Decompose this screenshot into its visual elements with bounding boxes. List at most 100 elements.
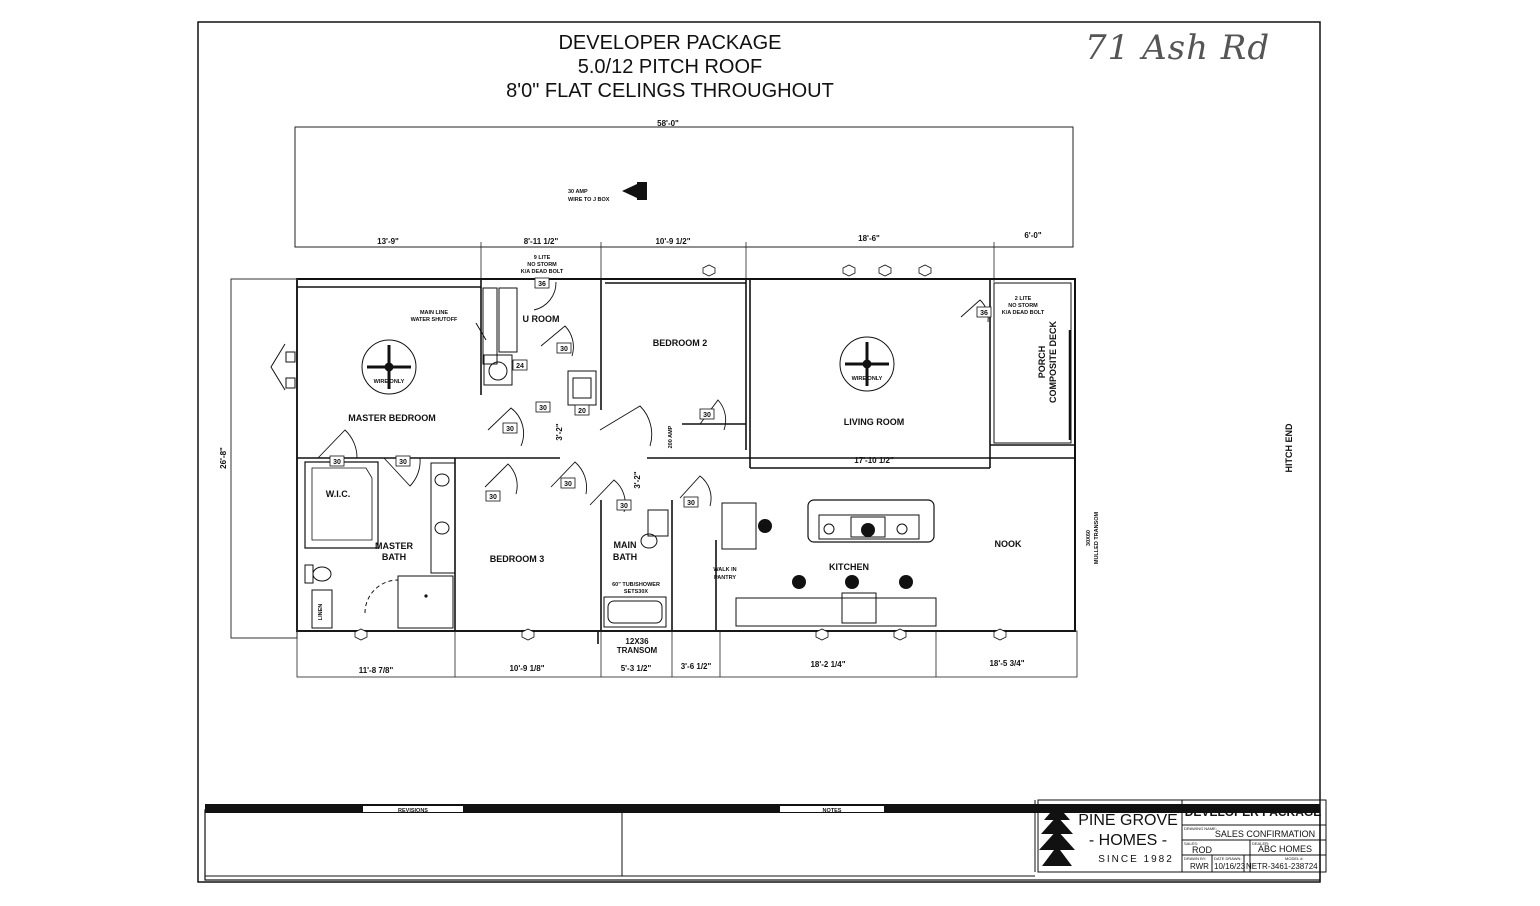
logo-line-2: - HOMES - xyxy=(1089,832,1167,849)
bottom-dimension-line xyxy=(296,630,1078,678)
tub-note-2: SETS30X xyxy=(624,589,648,595)
recessed-lights xyxy=(758,519,913,589)
door-tag: 30 xyxy=(620,503,628,510)
shower-drain xyxy=(424,594,428,598)
room-pantry-2: PANTRY xyxy=(714,575,736,581)
master-toilet-tank xyxy=(304,564,314,584)
sheet-title-3: 8'0" FLAT CELINGS THROUGHOUT xyxy=(506,80,834,102)
top-dim-5: 6'-0" xyxy=(1024,231,1041,240)
tb-model-label: MODEL #: xyxy=(1285,856,1304,861)
top-dimension-line xyxy=(295,242,1073,282)
wic-outline xyxy=(304,461,379,549)
room-bedroom-2: BEDROOM 2 xyxy=(653,338,708,348)
top-dim-3: 10'-9 1/2" xyxy=(655,237,690,246)
overall-depth-dim: 26'-8" xyxy=(219,447,228,469)
water-shutoff-2: WATER SHUTOFF xyxy=(411,317,458,323)
main-vanity xyxy=(647,509,669,537)
island-sink-cabinet xyxy=(818,514,920,540)
main-tub xyxy=(603,596,667,628)
hall-dim-2: 3'-2" xyxy=(633,471,642,488)
door-note-left-2: NO STORM xyxy=(527,262,557,268)
title-block xyxy=(204,799,1327,881)
notes-label: NOTES xyxy=(823,808,842,814)
room-living-room: LIVING ROOM xyxy=(844,417,905,427)
svg-text:R: R xyxy=(796,580,801,587)
wire-only-master: WIRE ONLY xyxy=(374,379,405,385)
linen-label: LINEN xyxy=(318,604,324,621)
refrigerator xyxy=(721,502,757,550)
tb-sales-label: SALES: xyxy=(1184,841,1198,846)
door-tag: 30 xyxy=(506,426,514,433)
door-tag: 20 xyxy=(578,408,586,415)
mulled-transom-2: MULLED TRANSOM xyxy=(1094,511,1100,564)
room-main-bath-1: MAIN xyxy=(614,540,637,550)
island-outlet-right xyxy=(896,523,908,535)
bottom-dim-6: 18'-5 3/4" xyxy=(989,659,1024,668)
door-tag: 30 xyxy=(539,405,547,412)
door-note-right-2: NO STORM xyxy=(1008,303,1038,309)
master-toilet xyxy=(312,566,332,582)
tb-drawn-by: RWR xyxy=(1190,862,1209,871)
master-shower xyxy=(397,575,454,629)
amp-200-note: 200 AMP xyxy=(668,425,674,448)
amp-note-1: 30 AMP xyxy=(568,189,588,195)
door-note-left-3: K/A DEAD BOLT xyxy=(521,269,564,275)
tb-drawn-by-label: DRAWN BY: xyxy=(1184,856,1206,861)
svg-text:R: R xyxy=(762,524,767,531)
door-tag: 24 xyxy=(516,363,524,370)
tub-note-1: 60" TUB/SHOWER xyxy=(612,582,660,588)
top-dim-1: 13'-9" xyxy=(377,237,399,246)
shutoff-leader xyxy=(475,322,487,341)
transom-note-1: 12X36 xyxy=(625,637,649,646)
mulled-transom-1: 30X60 xyxy=(1086,530,1092,546)
room-pantry-1: WALK IN xyxy=(713,567,736,573)
water-shutoff-1: MAIN LINE xyxy=(420,310,448,316)
wire-only-living: WIRE ONLY xyxy=(852,376,883,382)
door-tag: 30 xyxy=(703,412,711,419)
hitch-end-label: HITCH END xyxy=(1284,423,1294,472)
roof-outline xyxy=(294,126,1074,248)
electrical-box xyxy=(622,182,647,200)
room-kitchen: KITCHEN xyxy=(829,562,869,572)
door-tag: 36 xyxy=(538,281,546,288)
top-dim-2: 8'-11 1/2" xyxy=(524,237,559,246)
room-bedroom-3: BEDROOM 3 xyxy=(490,554,545,564)
master-sink-1 xyxy=(434,473,450,487)
left-exterior-door xyxy=(270,343,296,391)
top-dim-4: 18'-6" xyxy=(858,234,880,243)
room-master-bedroom: MASTER BEDROOM xyxy=(348,413,436,423)
svg-text:R: R xyxy=(903,580,908,587)
logo-line-3: SINCE 1982 xyxy=(1098,854,1174,865)
sheet-border xyxy=(197,21,1321,883)
tb-dealer-label: DEALER: xyxy=(1252,841,1269,846)
door-note-left-1: 9 LITE xyxy=(534,255,551,261)
revisions-label: REVISIONS xyxy=(398,808,428,814)
bottom-dim-2: 10'-9 1/8" xyxy=(509,664,544,673)
door-tag: 30 xyxy=(489,494,497,501)
room-nook: NOOK xyxy=(995,539,1023,549)
master-sink-2 xyxy=(434,521,450,535)
transom-note-2: TRANSOM xyxy=(617,646,658,655)
kitchen-island xyxy=(807,499,935,543)
exterior-fixtures xyxy=(354,264,1007,641)
door-tag: 36 xyxy=(980,310,988,317)
room-main-bath-2: BATH xyxy=(613,552,637,562)
overall-width-dim: 58'-0" xyxy=(657,119,679,128)
living-room-dim: 17'-10 1/2" xyxy=(854,456,894,465)
handwritten-address: 71 Ash Rd xyxy=(1085,28,1271,68)
main-tub-inner xyxy=(607,600,663,624)
tb-drawing-name: SALES CONFIRMATION xyxy=(1215,829,1315,839)
master-bath-door-swing xyxy=(364,579,399,614)
tb-date: 10/16/23 xyxy=(1214,862,1246,871)
wic-shelf xyxy=(311,467,373,541)
ceiling-fan-living xyxy=(839,336,895,392)
door-tag: 30 xyxy=(399,459,407,466)
sheet-title-2: 5.0/12 PITCH ROOF xyxy=(577,56,763,78)
recessed-light-marks: R R R R R xyxy=(762,524,908,587)
exterior-walls xyxy=(296,278,1076,632)
furnace-inner xyxy=(572,377,592,399)
room-porch-2: COMPOSITE DECK xyxy=(1048,321,1058,404)
tb-dealer: ABC HOMES xyxy=(1258,844,1312,854)
bottom-dim-4: 3'-6 1/2" xyxy=(681,662,712,671)
